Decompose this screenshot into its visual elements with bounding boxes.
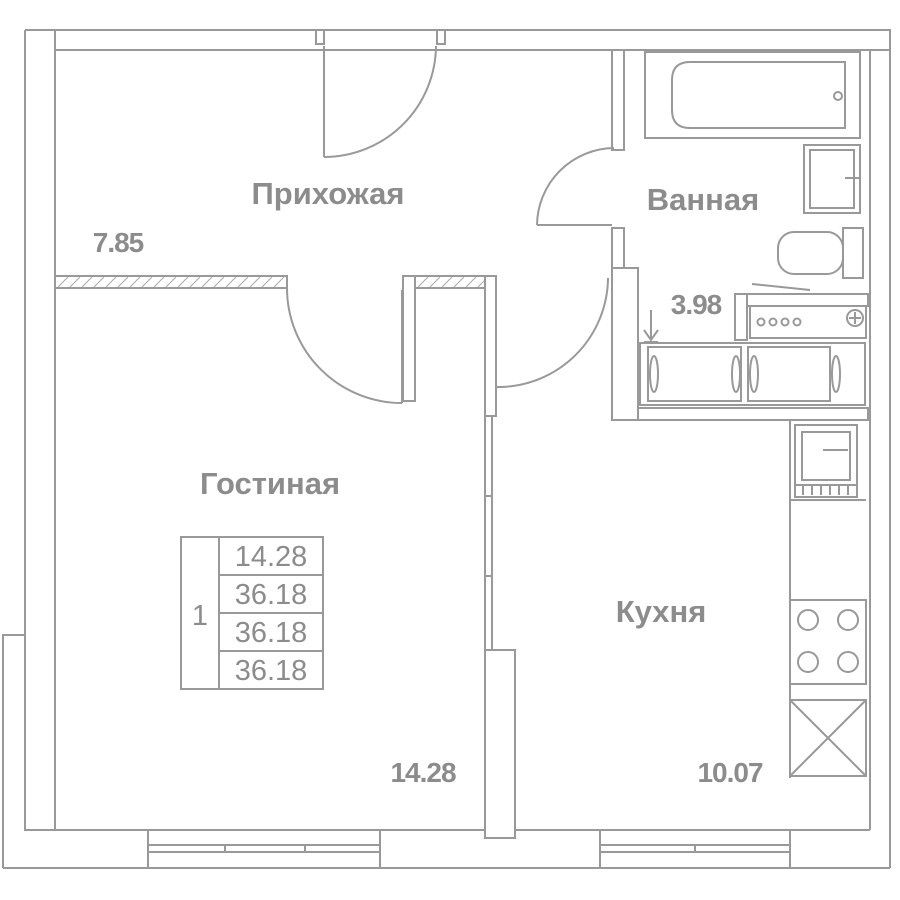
door-kitchen [496, 277, 609, 388]
hatch-walls [57, 51, 867, 419]
table-value-total-3: 36.18 [235, 655, 308, 687]
hallway-name: Прихожая [252, 176, 405, 211]
hallway-area: 7.85 [93, 227, 144, 258]
kitchen-area: 10.07 [697, 757, 762, 788]
living-area: 14.28 [390, 757, 455, 788]
toilet-icon [777, 227, 864, 279]
door-living [286, 287, 403, 404]
table-value-living: 14.28 [235, 541, 308, 573]
partition-living-kitchen [484, 275, 516, 839]
entrance-door [315, 29, 446, 158]
bathtub-icon [644, 51, 861, 139]
window-kitchen [599, 829, 791, 869]
storage-cabinets [639, 342, 866, 406]
ventilation-shaft-icon [789, 699, 867, 777]
rooms-count: 1 [192, 600, 208, 632]
outer-walls [2, 29, 891, 869]
washbasin-icon [803, 144, 861, 214]
entrance-arrow-icon [643, 310, 659, 343]
bathroom-area: 3.98 [671, 289, 722, 320]
water-heater-icon [749, 283, 867, 339]
summary-table [180, 536, 324, 690]
table-value-total-2: 36.18 [235, 617, 308, 649]
stove-icon [789, 599, 867, 685]
door-bathroom [536, 147, 615, 226]
bathroom-name: Ванная [647, 182, 759, 217]
window-living [147, 829, 381, 869]
kitchen-name: Кухня [616, 594, 707, 629]
table-value-total: 36.18 [235, 579, 308, 611]
partition-hall-living [54, 275, 497, 402]
living-name: Гостиная [200, 466, 340, 501]
bathroom-walls [611, 49, 869, 421]
